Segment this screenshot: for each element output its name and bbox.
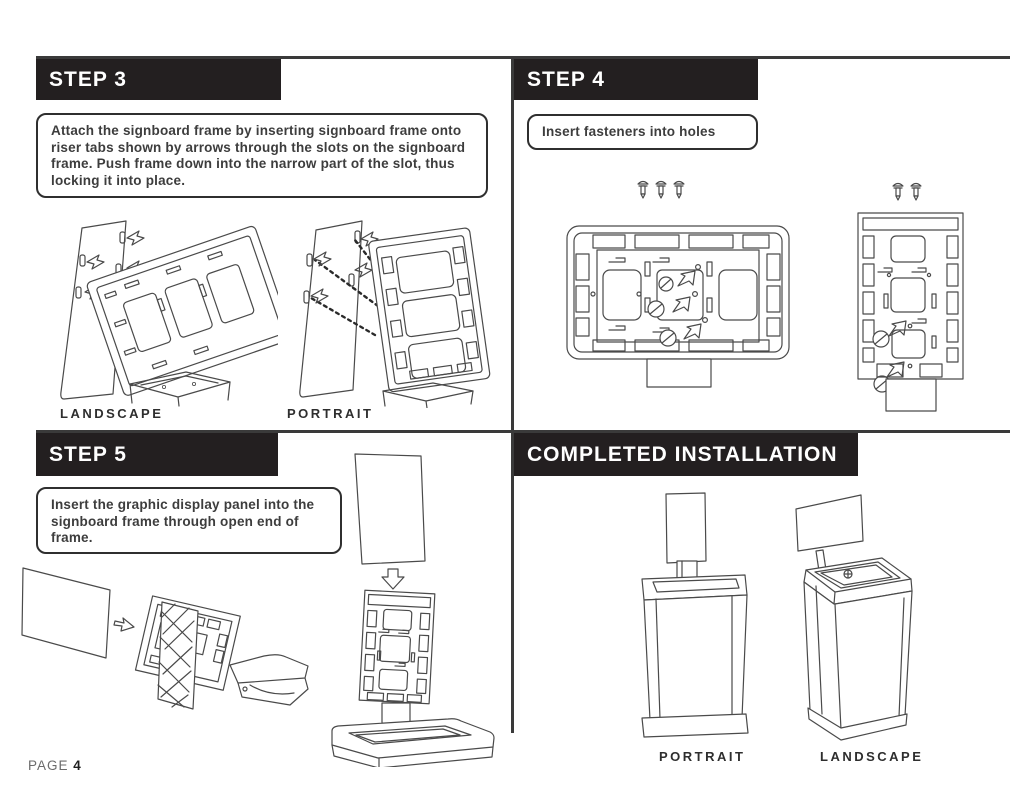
screw-icon [647, 300, 665, 318]
tab-arrow-icon [310, 288, 329, 304]
insert-arrow-icon [113, 617, 135, 632]
step3-header: STEP 3 [36, 59, 281, 100]
step5-header: STEP 5 [36, 433, 278, 476]
fastener-icon [673, 180, 685, 199]
portrait-frame-rear [358, 589, 436, 705]
completed-installation-illustration [641, 492, 913, 741]
vertical-divider [511, 56, 514, 733]
step3-header-label: STEP 3 [49, 67, 127, 91]
page-number: 4 [73, 758, 81, 773]
step3-portrait-illustration [299, 220, 491, 408]
step4-header-label: STEP 4 [527, 67, 605, 91]
landscape-frame [86, 225, 278, 396]
step5-insert-illustration [21, 567, 309, 710]
tab-arrow-icon [354, 262, 373, 278]
completed-landscape-unit [795, 494, 913, 741]
step5-instruction-box: Insert the graphic display panel into th… [36, 487, 342, 554]
step3-landscape-label: LANDSCAPE [60, 406, 164, 421]
completed-portrait-label: PORTRAIT [659, 749, 746, 764]
hole-arrow-icon [683, 323, 702, 340]
step4-header: STEP 4 [514, 59, 758, 100]
top-divider [36, 56, 1010, 59]
fastener-icon [910, 182, 922, 201]
down-arrow-icon [381, 568, 405, 590]
lattice-panel [157, 601, 199, 710]
step4-landscape-illustration [566, 180, 790, 388]
fastener-icon [655, 180, 667, 199]
screw-icon [872, 330, 890, 348]
hole-arrow-icon [672, 296, 691, 313]
step4-portrait-illustration [857, 182, 964, 412]
completed-header-label: COMPLETED INSTALLATION [527, 442, 838, 466]
completed-landscape-label: LANDSCAPE [820, 749, 924, 764]
completed-portrait-unit [641, 492, 749, 738]
hole-arrow-icon [888, 320, 907, 337]
step3-portrait-label: PORTRAIT [287, 406, 374, 421]
middle-divider [36, 430, 1010, 433]
tab-arrow-icon [313, 251, 332, 267]
step3-landscape-illustration [60, 220, 278, 407]
step4-instruction-box: Insert fasteners into holes [527, 114, 758, 150]
screw-icon [658, 276, 674, 292]
tab-arrow-icon [86, 254, 105, 270]
screw-icon [659, 329, 677, 347]
completed-header: COMPLETED INSTALLATION [514, 433, 858, 476]
page-label: PAGE [28, 758, 74, 773]
fastener-icon [892, 182, 904, 201]
fastener-icon [637, 180, 649, 199]
step3-instruction-box: Attach the signboard frame by inserting … [36, 113, 488, 198]
hole-arrow-icon [677, 270, 696, 287]
tab-arrow-icon [126, 230, 145, 246]
tab-arrow-icon [360, 231, 379, 247]
step5-header-label: STEP 5 [49, 442, 127, 466]
portrait-frame [368, 227, 491, 393]
page-footer: PAGE 4 [28, 758, 81, 773]
step5-dropin-illustration [331, 453, 495, 767]
